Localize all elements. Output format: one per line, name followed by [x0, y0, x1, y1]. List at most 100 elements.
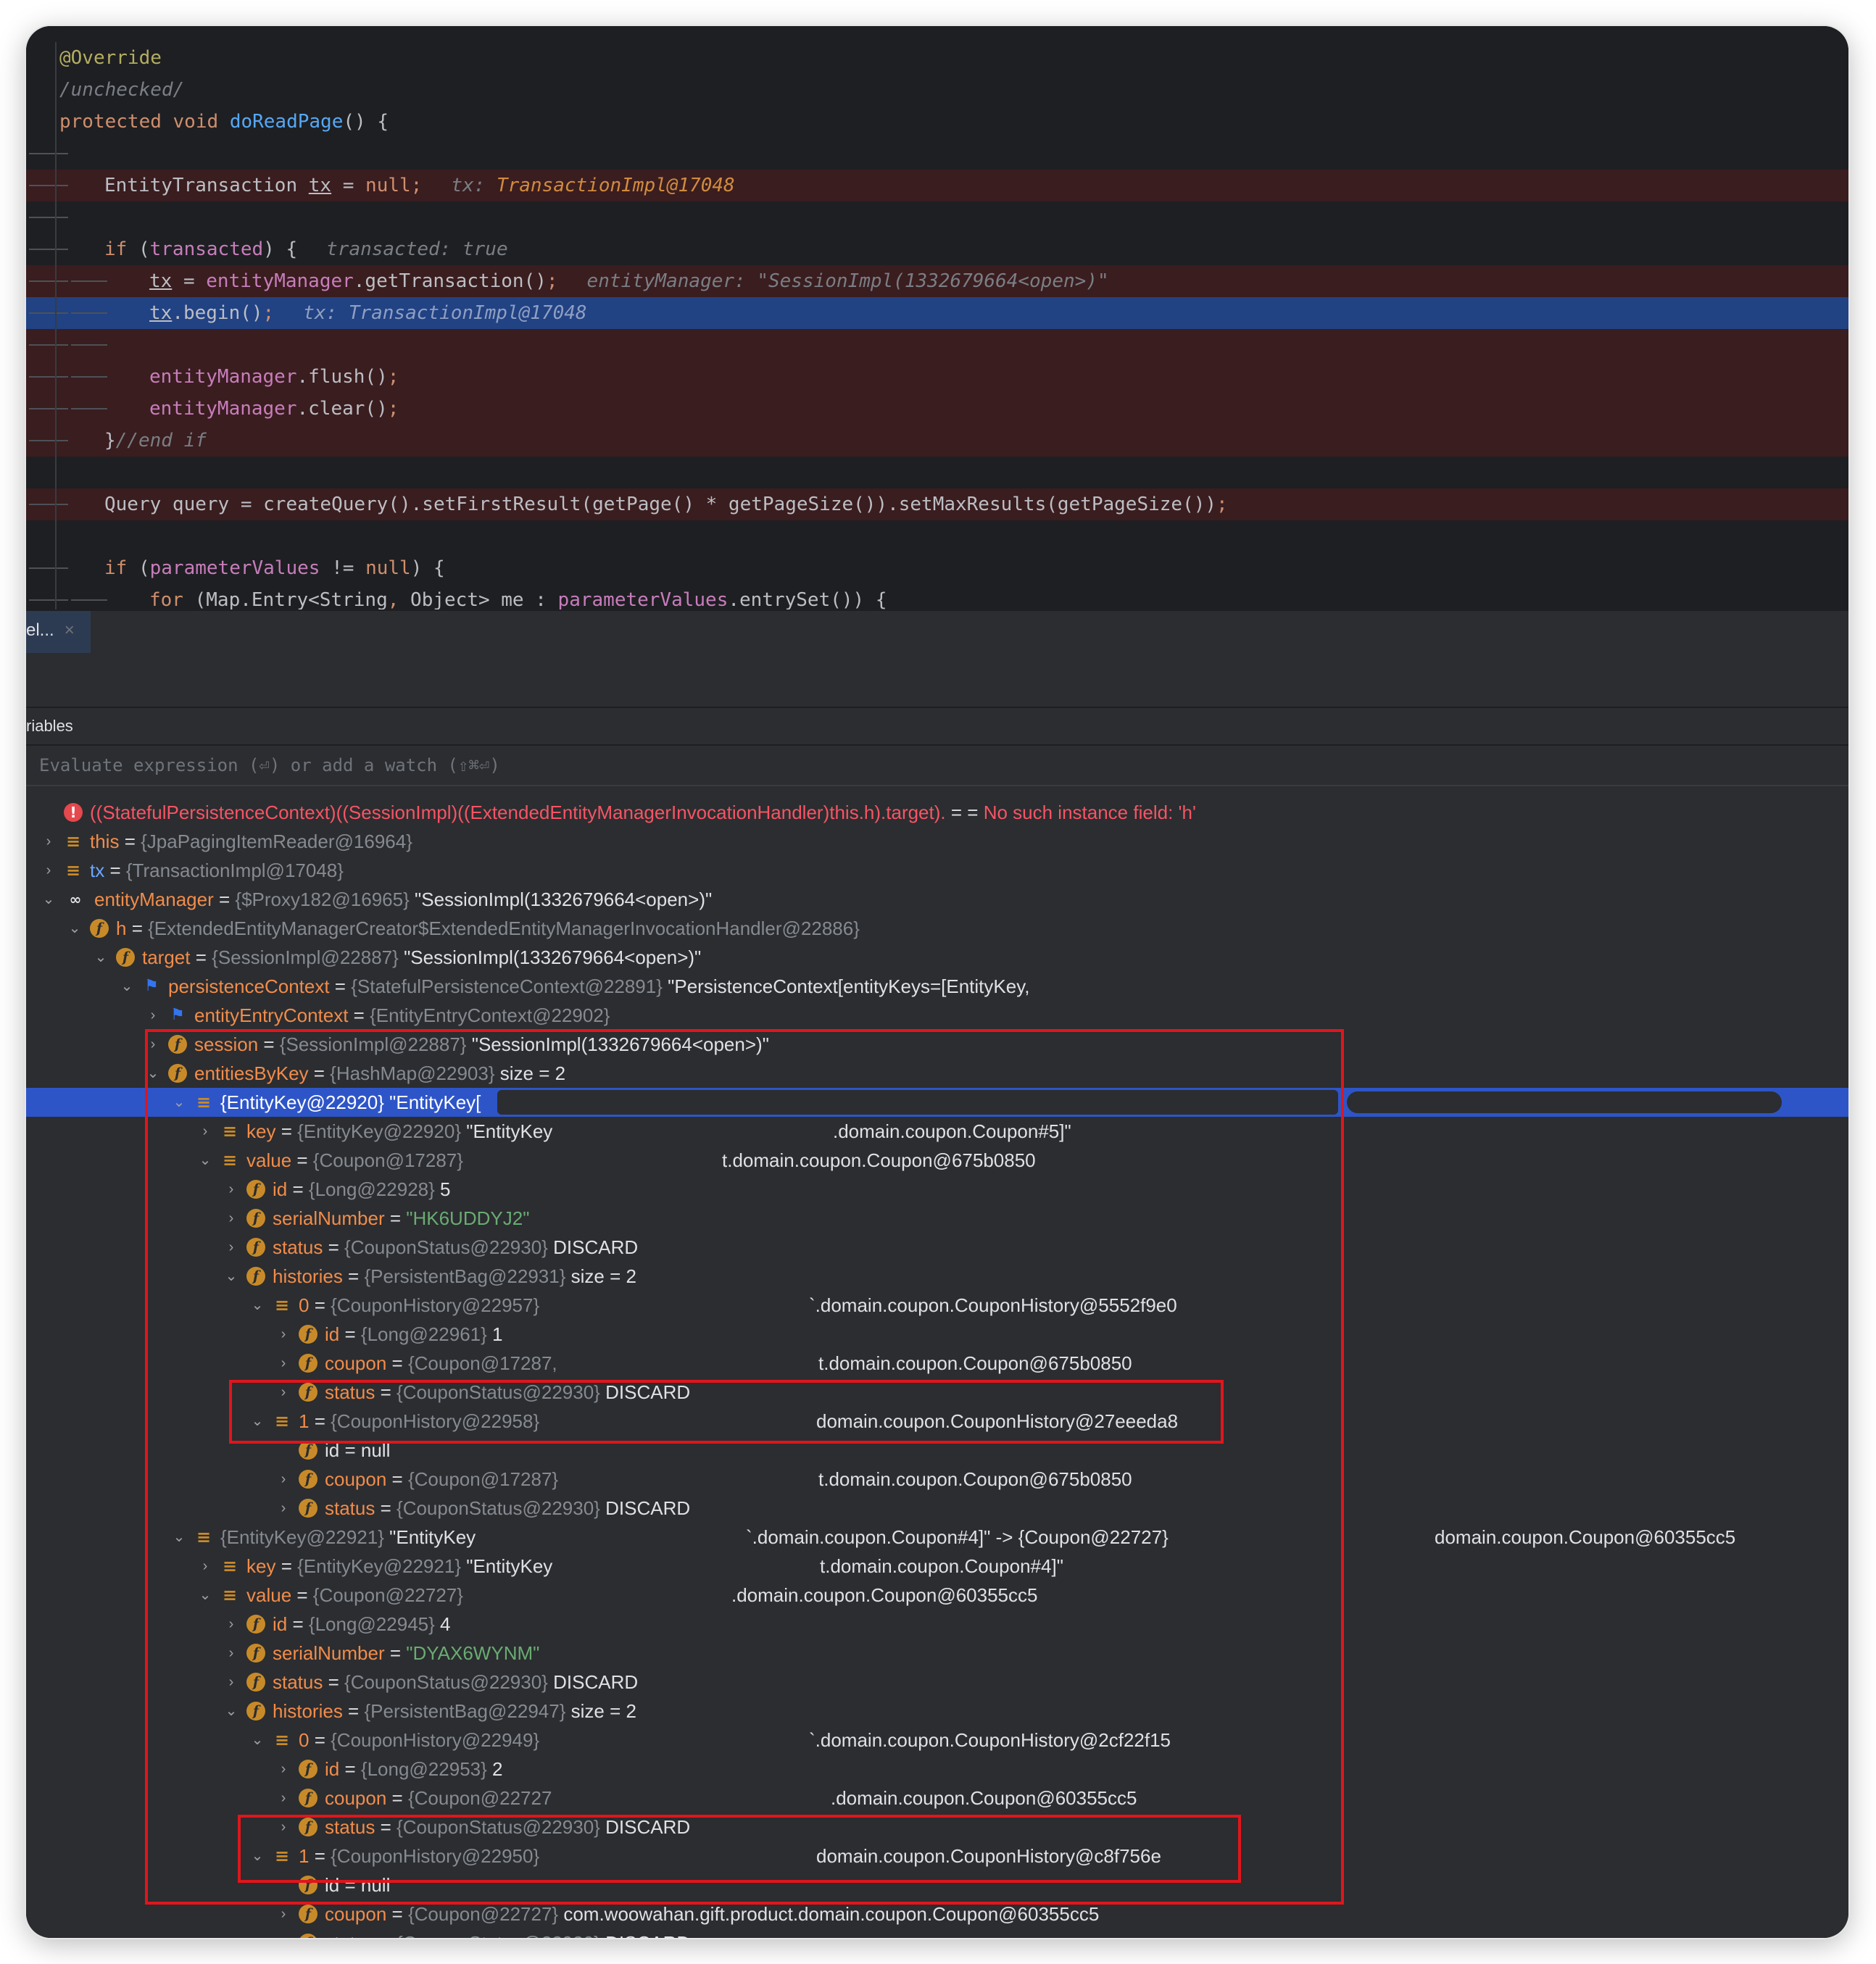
chevron-right-icon[interactable]: ›: [228, 1210, 234, 1226]
tree-row[interactable]: ›≡key = {EntityKey@22920} "EntityKey.dom…: [26, 1117, 1848, 1146]
chevron-right-icon[interactable]: ›: [281, 1906, 286, 1922]
chevron-down-icon[interactable]: ⌄: [68, 920, 81, 936]
tree-row[interactable]: ⌄≡value = {Coupon@17287} t.domain.coupon…: [26, 1146, 1848, 1175]
chevron-down-icon[interactable]: ⌄: [120, 978, 133, 994]
code-text: EntityTransaction tx = null;tx: Transact…: [104, 170, 735, 201]
chevron-right-icon[interactable]: ›: [202, 1558, 208, 1574]
tree-row[interactable]: ›≡tx = {TransactionImpl@17048}: [26, 856, 1848, 885]
close-icon[interactable]: ×: [64, 620, 75, 640]
tree-row[interactable]: ›≡this = {JpaPagingItemReader@16964}: [26, 827, 1848, 856]
equals-sign: =: [375, 1816, 397, 1838]
tree-row[interactable]: ⌄≡value = {Coupon@22727} .domain.coupon.…: [26, 1581, 1848, 1610]
chevron-right-icon[interactable]: ›: [228, 1645, 234, 1661]
variable-value-tail: domain.coupon.Coupon@60355cc5: [1435, 1526, 1736, 1548]
chevron-right-icon[interactable]: ›: [281, 1790, 286, 1806]
code-text: for (Map.Entry<String, Object> me : para…: [149, 584, 887, 609]
chevron-right-icon[interactable]: ›: [150, 1036, 156, 1052]
tree-row[interactable]: ⌄≡{EntityKey@22920} "EntityKey[: [26, 1088, 1848, 1117]
equals-sign: =: [945, 802, 968, 823]
chevron-down-icon[interactable]: ⌄: [251, 1413, 264, 1429]
tree-row[interactable]: ⌄≡1 = {CouponHistory@22950} domain.coupo…: [26, 1842, 1848, 1871]
string-value: "HK6UDDYJ2": [406, 1207, 530, 1229]
chevron-right-icon[interactable]: ›: [228, 1674, 234, 1690]
tree-row[interactable]: ⌄≡1 = {CouponHistory@22958} domain.coupo…: [26, 1407, 1848, 1436]
chevron-down-icon[interactable]: ⌄: [199, 1587, 212, 1603]
variables-tree[interactable]: !((StatefulPersistenceContext)((SessionI…: [26, 786, 1848, 1938]
evaluate-expression-field[interactable]: Evaluate expression (⏎) or add a watch (…: [26, 746, 1848, 786]
code-token: protected void: [59, 111, 230, 133]
tab-debug-session[interactable]: el...×: [26, 611, 91, 656]
chevron-right-icon[interactable]: ›: [281, 1326, 286, 1342]
chevron-down-icon[interactable]: ⌄: [225, 1703, 238, 1719]
chevron-down-icon[interactable]: ⌄: [146, 1065, 159, 1081]
indent-guide: [71, 599, 107, 601]
variable-type: {ExtendedEntityManagerCreator$ExtendedEn…: [148, 917, 860, 939]
tree-row[interactable]: !((StatefulPersistenceContext)((SessionI…: [26, 798, 1848, 827]
tree-row[interactable]: ›⚑entityEntryContext = {EntityEntryConte…: [26, 1001, 1848, 1030]
chevron-right-icon[interactable]: ›: [46, 862, 51, 878]
chevron-down-icon[interactable]: ⌄: [42, 891, 55, 907]
chevron-right-icon[interactable]: ›: [228, 1616, 234, 1632]
chevron-down-icon[interactable]: ⌄: [94, 949, 107, 965]
chevron-right-icon[interactable]: ›: [202, 1123, 208, 1139]
ide-window: @Override/unchecked/protected void doRea…: [26, 26, 1848, 1938]
tree-row[interactable]: ⌄≡0 = {CouponHistory@22957} `.domain.cou…: [26, 1291, 1848, 1320]
chevron-right-icon[interactable]: ›: [275, 1928, 291, 1938]
chevron-down-icon[interactable]: ⌄: [173, 1529, 186, 1545]
chevron-right-icon[interactable]: ›: [281, 1355, 286, 1371]
chevron-right-icon[interactable]: ›: [228, 1181, 234, 1197]
chevron-down-icon[interactable]: ⌄: [251, 1732, 264, 1748]
code-editor[interactable]: @Override/unchecked/protected void doRea…: [26, 26, 1848, 609]
chevron-down-icon[interactable]: ⌄: [225, 1268, 238, 1284]
variable-type: {Long@22928}: [308, 1178, 435, 1200]
equals-sign: =: [258, 1033, 280, 1055]
tree-row[interactable]: ⌄⚑persistenceContext = {StatefulPersiste…: [26, 972, 1848, 1001]
chevron-right-icon[interactable]: ›: [281, 1819, 286, 1835]
chevron-down-icon[interactable]: ⌄: [199, 1152, 212, 1168]
tree-row[interactable]: ⌄∞entityManager = {$Proxy182@16965} "Ses…: [26, 885, 1848, 914]
inline-debug-hint: tx: TransactionImpl@17048: [451, 175, 734, 196]
tree-row[interactable]: ⌄≡0 = {CouponHistory@22949} `.domain.cou…: [26, 1726, 1848, 1755]
chevron-right-icon[interactable]: ›: [281, 1471, 286, 1487]
code-text: if (transacted) {transacted: true: [104, 233, 508, 265]
chevron-down-icon[interactable]: ⌄: [251, 1297, 264, 1313]
chevron-right-icon[interactable]: ›: [281, 1384, 286, 1400]
variable-type: {CouponStatus@22930}: [397, 1932, 600, 1938]
chevron-right-icon[interactable]: ›: [228, 1239, 234, 1255]
chevron-right-icon[interactable]: ›: [281, 1500, 286, 1516]
chevron-right-icon[interactable]: ›: [150, 1007, 156, 1023]
chevron-right-icon[interactable]: ›: [281, 1761, 286, 1777]
chevron-right-icon[interactable]: ›: [46, 833, 51, 849]
chevron-down-icon[interactable]: ⌄: [173, 1094, 186, 1110]
tree-row[interactable]: ⌄≡{EntityKey@22921} "EntityKey`.domain.c…: [26, 1523, 1848, 1552]
chevron-down-icon[interactable]: ⌄: [251, 1848, 264, 1864]
variable-type: {PersistentBag@22931}: [364, 1265, 566, 1287]
